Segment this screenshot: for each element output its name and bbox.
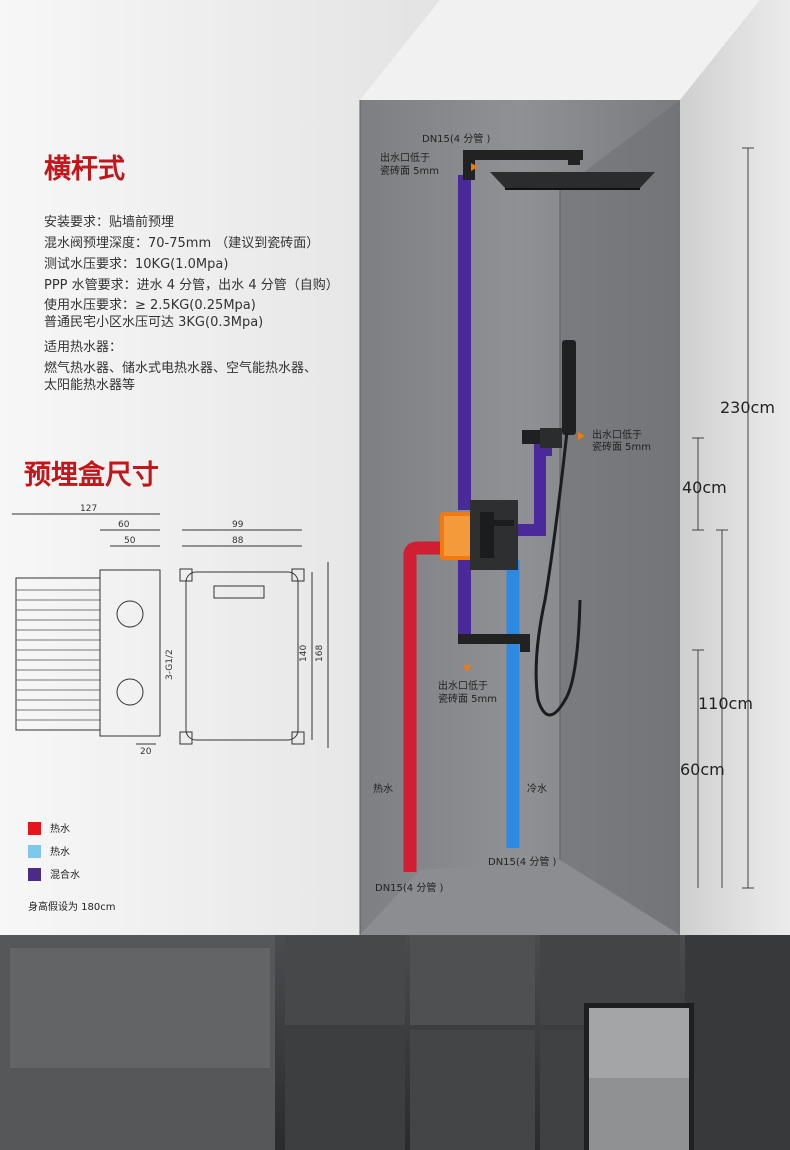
height-110: 110cm — [698, 694, 753, 713]
dim-front-inner-height: 140 — [299, 645, 309, 662]
tub-spout — [458, 634, 530, 644]
mixed-handheld-pipe — [515, 444, 552, 536]
rain-shower-head — [490, 172, 655, 188]
hand-shower — [562, 340, 576, 435]
legend-note: 身高假设为 180cm — [28, 900, 116, 913]
dim-side-thread: 3-G1/2 — [165, 649, 175, 680]
ceiling — [360, 0, 760, 100]
spec-line-3: PPP 水管要求：进水 4 分管，出水 4 分管（自购） — [44, 277, 339, 293]
niche-side — [560, 100, 680, 935]
box-side-view — [12, 513, 161, 745]
dim-side-bottom: 20 — [140, 747, 152, 757]
hot-water-pipe — [403, 541, 448, 872]
outlet-top-line-1: 瓷砖面 5mm — [380, 164, 439, 177]
outlet-mid-line-0: 出水口低于 — [592, 428, 642, 441]
spec-line-0: 安装要求：贴墙前预埋 — [44, 214, 174, 230]
legend-label-hot: 热水 — [50, 822, 70, 835]
niche-floor — [360, 860, 680, 935]
height-60: 60cm — [680, 760, 725, 779]
heater-line-0: 燃气热水器、储水式电热水器、空气能热水器、 — [44, 360, 317, 376]
shower-arm — [463, 150, 583, 160]
legend-swatch-mixed — [28, 868, 41, 881]
dim-front-inner-width: 88 — [232, 536, 244, 546]
spec-line-4: 使用水压要求：≥ 2.5KG(0.25Mpa) — [44, 297, 256, 313]
outlet-low-line-0: 出水口低于 — [438, 679, 488, 692]
mixed-riser-pipe — [458, 175, 471, 510]
legend-label-mixed: 混合水 — [50, 868, 80, 881]
legend-swatch-hot — [28, 822, 41, 835]
outlet-low-line-1: 瓷砖面 5mm — [438, 692, 497, 705]
hot-label: 热水 — [373, 782, 393, 795]
dim-side-overall: 127 — [80, 504, 97, 514]
dim-front-outer-width: 99 — [232, 520, 244, 530]
heater-title: 适用热水器： — [44, 340, 122, 355]
height-total: 230cm — [720, 398, 775, 417]
dim-side-a: 60 — [118, 520, 130, 530]
main-title: 横杆式 — [44, 154, 125, 185]
cold-label: 冷水 — [527, 782, 547, 795]
shower-hose — [534, 431, 582, 717]
right-wall — [680, 0, 790, 935]
dim-side-b: 50 — [124, 536, 136, 546]
dn15-cold-label: DN15(4 分管 ) — [488, 855, 557, 868]
outlet-mid-line-1: 瓷砖面 5mm — [592, 440, 651, 453]
top-pipe-label: DN15(4 分管 ) — [422, 132, 491, 145]
legend-label-cold: 热水 — [50, 845, 70, 858]
spec-line-2: 测试水压要求：10KG(1.0Mpa) — [44, 257, 228, 272]
spec-line-5: 普通民宅小区水压可达 3KG(0.3Mpa) — [44, 315, 263, 330]
outlet-top-line-0: 出水口低于 — [380, 151, 430, 164]
left-wall — [0, 0, 440, 935]
dim-front-outer-height: 168 — [315, 645, 325, 662]
legend-swatch-cold — [28, 845, 41, 858]
box-title: 预埋盒尺寸 — [24, 459, 159, 491]
dn15-hot-label: DN15(4 分管 ) — [375, 881, 444, 894]
heater-line-1: 太阳能热水器等 — [44, 377, 135, 393]
box-front-view — [179, 529, 329, 748]
spec-line-1: 混水阀预埋深度：70-75mm （建议到瓷砖面） — [44, 235, 319, 251]
mixed-spout-pipe — [458, 560, 471, 640]
height-40: 40cm — [682, 478, 727, 497]
